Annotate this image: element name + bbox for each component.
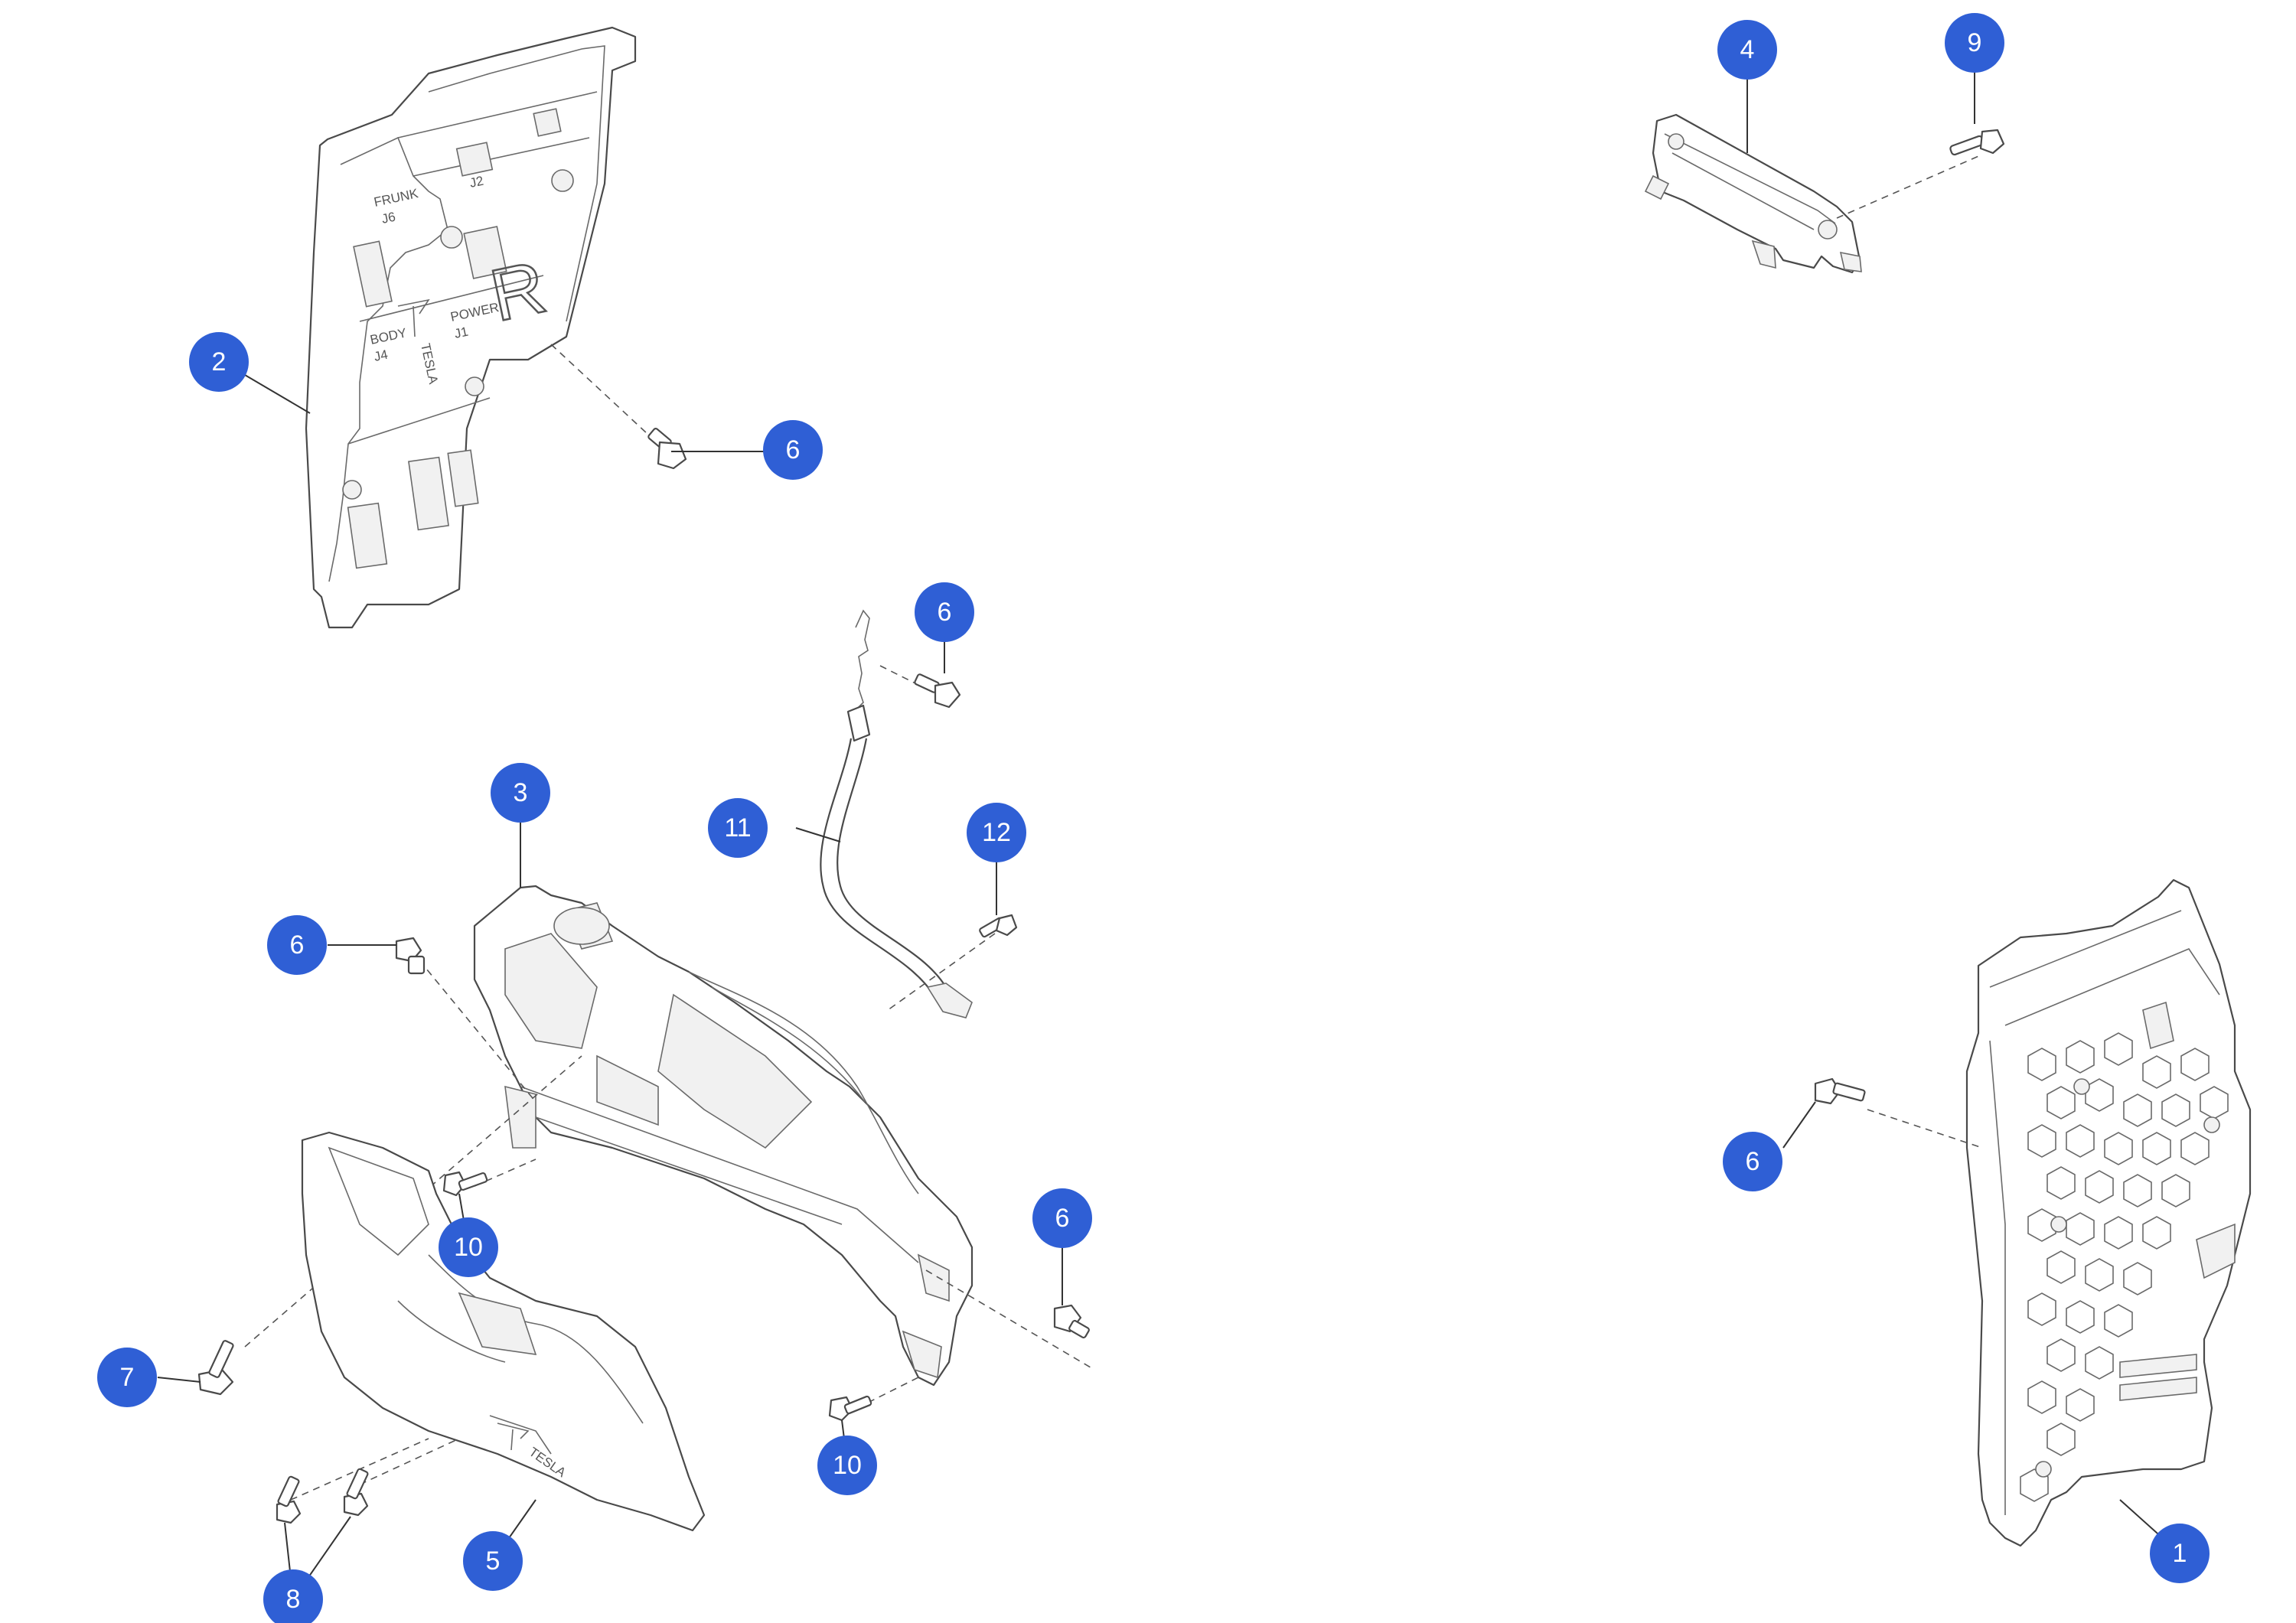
bolt-10-a xyxy=(442,1171,488,1197)
callout-2[interactable]: 2 xyxy=(189,332,249,392)
callout-1[interactable]: 1 xyxy=(2150,1524,2210,1583)
callout-7[interactable]: 7 xyxy=(97,1348,157,1407)
svg-text:4: 4 xyxy=(1740,35,1755,64)
svg-text:1: 1 xyxy=(2173,1539,2187,1568)
svg-text:10: 10 xyxy=(454,1233,483,1262)
bolt-10-b xyxy=(828,1395,872,1422)
svg-text:6: 6 xyxy=(290,930,305,960)
assembly-line-4-9 xyxy=(1836,154,1983,219)
tesla-cover-logo-icon xyxy=(497,1423,530,1451)
callout-6[interactable]: 6 xyxy=(763,420,823,480)
callout-5[interactable]: 5 xyxy=(463,1531,523,1591)
label-j6: J6 xyxy=(380,210,397,227)
label-j4: J4 xyxy=(373,347,390,364)
svg-text:11: 11 xyxy=(724,813,751,842)
assembly-line-12 xyxy=(887,933,996,1011)
bolt-6-e xyxy=(1814,1077,1866,1105)
svg-text:6: 6 xyxy=(786,435,801,464)
part-2-body-controller: FRUNK J6 BODY J4 POWER J1 J2 R TESLA xyxy=(305,26,637,629)
label-j1: J1 xyxy=(453,324,470,341)
assembly-line-5-8b xyxy=(359,1438,460,1485)
callout-10[interactable]: 10 xyxy=(439,1217,498,1277)
svg-text:7: 7 xyxy=(120,1363,135,1392)
part-4-bracket xyxy=(1644,113,1862,274)
callout-4[interactable]: 4 xyxy=(1717,20,1777,80)
callout-6[interactable]: 6 xyxy=(915,582,974,642)
part-11-cable xyxy=(820,609,973,1018)
callout-6[interactable]: 6 xyxy=(1723,1132,1782,1191)
callout-9[interactable]: 9 xyxy=(1945,13,2004,73)
part-5-cover: TESLA xyxy=(301,1131,706,1532)
assembly-line-3-10a xyxy=(474,1159,536,1187)
svg-text:3: 3 xyxy=(514,778,528,807)
bolt-7 xyxy=(197,1340,234,1396)
svg-text:10: 10 xyxy=(833,1451,862,1480)
bolt-6-c xyxy=(395,937,426,975)
svg-text:6: 6 xyxy=(1746,1147,1760,1176)
bolt-6-d xyxy=(1053,1304,1090,1339)
svg-text:6: 6 xyxy=(938,598,952,627)
assembly-line-11-6 xyxy=(879,665,919,686)
callout-12[interactable]: 12 xyxy=(967,803,1026,862)
svg-text:8: 8 xyxy=(286,1585,301,1614)
part-1-honeycomb-panel xyxy=(1965,878,2252,1547)
assembly-line-2-6 xyxy=(550,344,659,445)
svg-text:9: 9 xyxy=(1968,28,1982,57)
svg-text:6: 6 xyxy=(1055,1204,1070,1233)
callout-6[interactable]: 6 xyxy=(267,915,327,975)
callout-11[interactable]: 11 xyxy=(708,798,768,858)
bolt-8-b xyxy=(343,1468,369,1517)
assembly-line-3-6 xyxy=(419,960,536,1103)
bolt-6-b xyxy=(914,673,961,709)
bolt-12 xyxy=(979,914,1018,938)
tesla-logo-icon xyxy=(397,298,430,337)
bolt-9 xyxy=(1949,129,2005,156)
label-j2: J2 xyxy=(468,174,485,191)
callout-8[interactable]: 8 xyxy=(263,1569,323,1623)
svg-text:12: 12 xyxy=(982,818,1011,847)
assembly-line-3-6d xyxy=(925,1269,1095,1370)
svg-text:2: 2 xyxy=(212,347,227,376)
bolt-6-a xyxy=(647,427,687,470)
callout-3[interactable]: 3 xyxy=(491,763,550,823)
callout-10[interactable]: 10 xyxy=(817,1436,877,1495)
assembly-line-1-6 xyxy=(1867,1109,1983,1149)
bolt-8-a xyxy=(276,1475,302,1524)
callout-6[interactable]: 6 xyxy=(1032,1188,1092,1248)
svg-text:5: 5 xyxy=(486,1546,501,1576)
part-3-main-bracket xyxy=(473,885,974,1387)
